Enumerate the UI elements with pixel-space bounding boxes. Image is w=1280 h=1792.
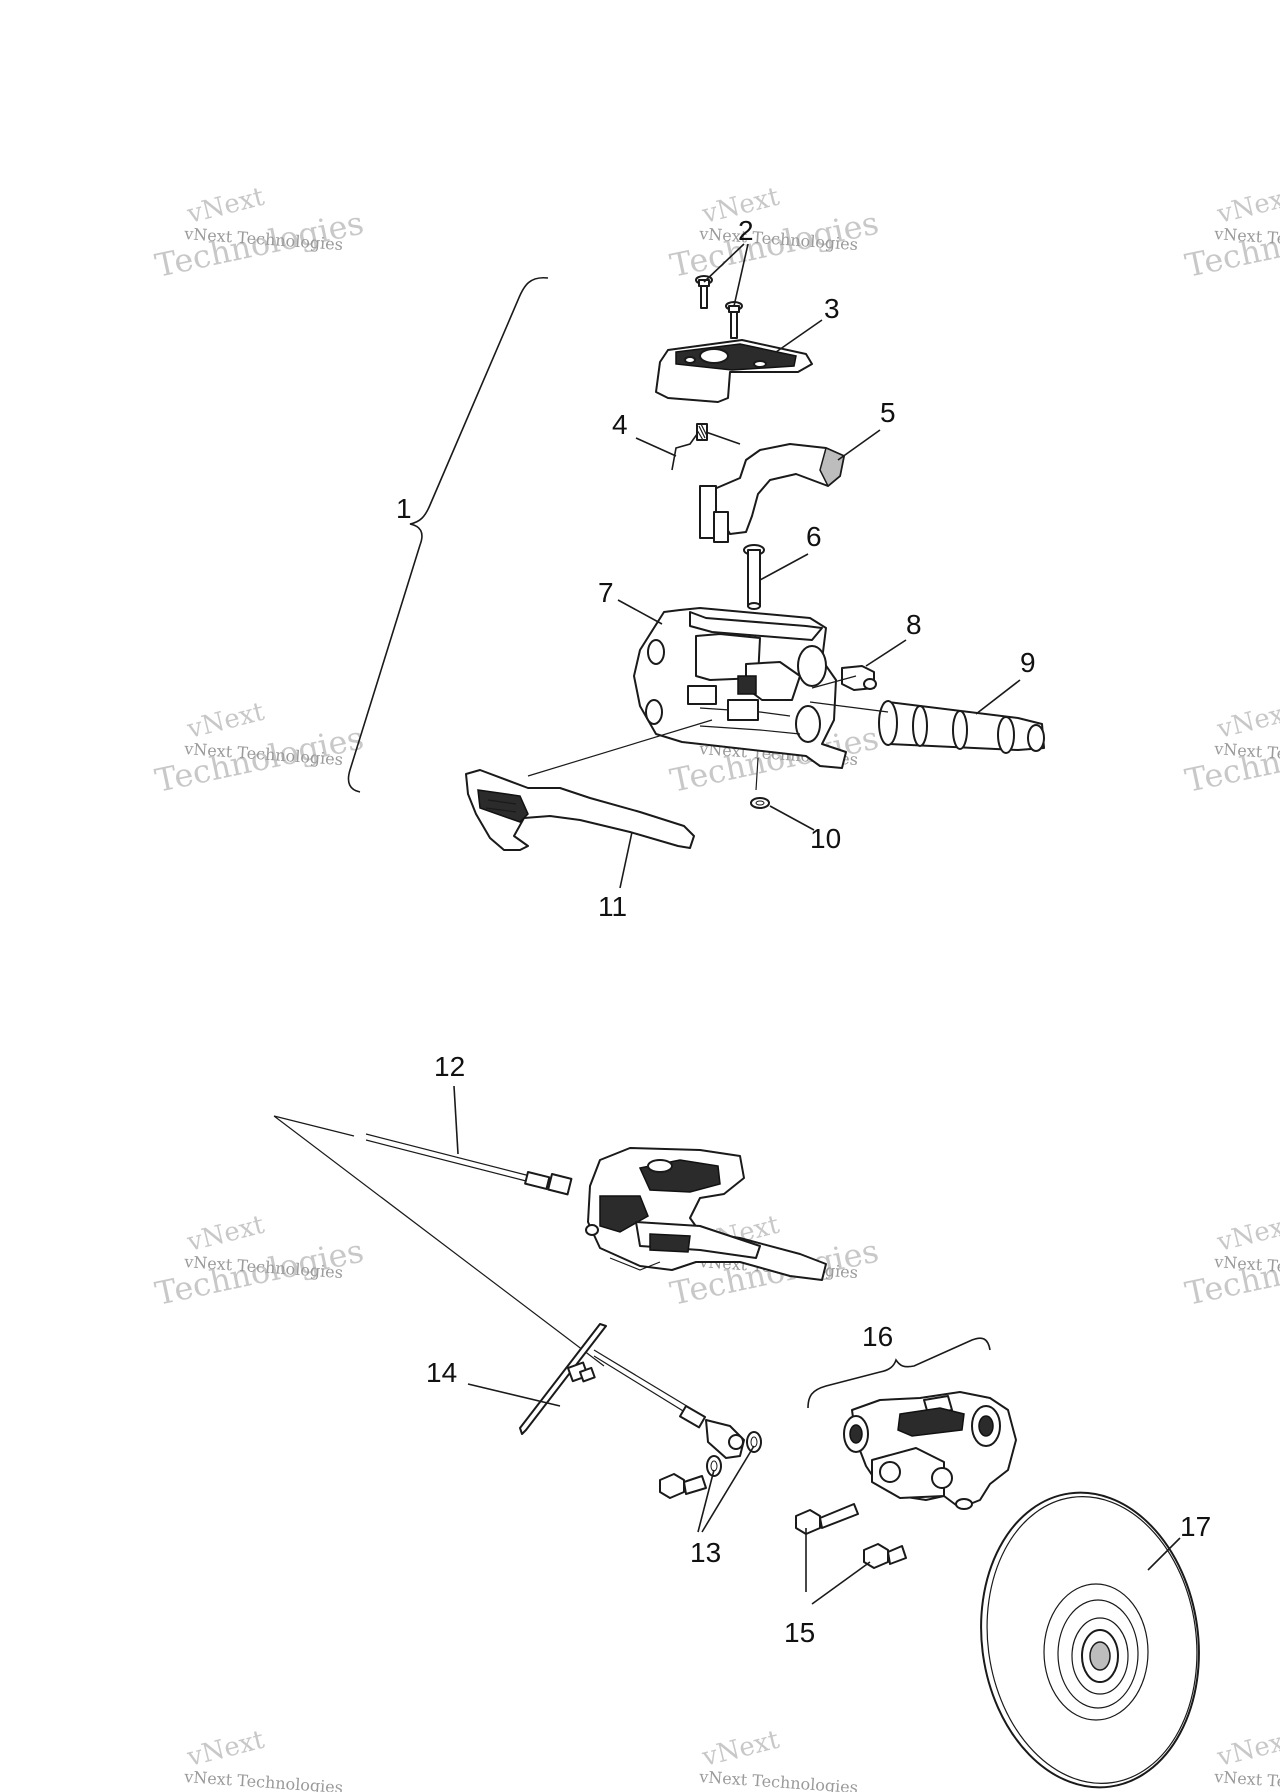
- brake-light-switch: [841, 665, 877, 691]
- watermark-line3: Technologies: [152, 1232, 367, 1313]
- watermark-line3: Technologies: [152, 719, 367, 800]
- callout-12: 12: [434, 1051, 465, 1082]
- callout-2: 2: [738, 215, 754, 246]
- watermark-line1: vNext: [183, 697, 267, 745]
- callout-1: 1: [396, 493, 412, 524]
- routing-guide-line: [273, 1115, 605, 1367]
- watermark: vNext vNext Technologies Technologies: [152, 182, 367, 285]
- watermark-line3: Technologies: [667, 204, 882, 285]
- callout-7: 7: [598, 577, 614, 608]
- callout-5: 5: [880, 397, 896, 428]
- watermark-line2: vNext Technologies: [698, 1767, 859, 1792]
- watermark: vNext vNext Technologies: [183, 1725, 344, 1792]
- master-cylinder-exploded-assembly: [347, 275, 1045, 851]
- reservoir-cover: [655, 339, 813, 403]
- banjo-bolt-and-washers: [659, 1431, 762, 1499]
- brake-line: [365, 1133, 573, 1196]
- cable-tie: [519, 1323, 607, 1435]
- assembly-axis-line: [811, 675, 857, 689]
- actuator-lever: [699, 443, 845, 543]
- retaining-clip: [750, 797, 770, 809]
- watermark-line1: vNext: [1213, 697, 1280, 745]
- watermark: vNext vNext Technologies Technologies: [152, 697, 367, 800]
- watermark: vNext vNext Technologies Technologies: [1182, 697, 1280, 800]
- caliper-hose: [593, 1349, 745, 1459]
- watermark: vNext vNext Technologies Technologies: [1182, 182, 1280, 285]
- assembly-axis-line: [755, 757, 759, 791]
- callout-15: 15: [784, 1617, 815, 1648]
- callout-16: 16: [862, 1321, 893, 1352]
- master-cylinder-piston: [878, 700, 1045, 754]
- callout-8: 8: [906, 609, 922, 640]
- watermark: vNext vNext Technologies: [1213, 1725, 1280, 1792]
- watermark-line1: vNext: [1213, 1725, 1280, 1773]
- watermark: vNext vNext Technologies: [698, 1725, 859, 1792]
- callout-14: 14: [426, 1357, 457, 1388]
- watermark-line1: vNext: [183, 182, 267, 230]
- callout-6: 6: [806, 521, 822, 552]
- brake-caliper: [843, 1391, 1017, 1510]
- brake-line-caliper-assembly: [273, 1115, 1200, 1789]
- callout-leader-lines: [453, 243, 1181, 1605]
- watermark-line1: vNext: [1213, 1210, 1280, 1258]
- lever-return-spring: [671, 423, 741, 471]
- assembly-brace-16: [807, 1337, 991, 1409]
- callout-10: 10: [810, 823, 841, 854]
- watermark-line1: vNext: [698, 1725, 782, 1773]
- screw-pair: [695, 275, 743, 339]
- callout-labels: 1 2 3 4 5 6 7 8 9 10 11 12 13 14 15 16 1…: [396, 215, 1211, 1648]
- callout-9: 9: [1020, 647, 1036, 678]
- brake-disc: [980, 1491, 1200, 1789]
- watermark: vNext vNext Technologies Technologies: [667, 182, 882, 285]
- caliper-mounting-bolts: [795, 1503, 907, 1569]
- callout-17: 17: [1180, 1511, 1211, 1542]
- watermark-line1: vNext: [183, 1725, 267, 1773]
- assembly-axis-line: [527, 719, 713, 777]
- callout-11: 11: [598, 891, 627, 922]
- assembly-axis-line: [809, 701, 889, 713]
- watermark-line2: vNext Technologies: [1213, 1767, 1280, 1792]
- master-cylinder-assembled: [585, 1147, 827, 1281]
- watermark-line2: vNext Technologies: [183, 1767, 344, 1792]
- callout-4: 4: [612, 409, 628, 440]
- watermark: vNext vNext Technologies Technologies: [1182, 1210, 1280, 1313]
- watermark-line1: vNext: [183, 1210, 267, 1258]
- callout-13: 13: [690, 1537, 721, 1568]
- watermark-line3: Technologies: [152, 204, 367, 285]
- pivot-pin: [743, 544, 765, 610]
- callout-3: 3: [824, 293, 840, 324]
- assembly-brace-1: [347, 276, 549, 793]
- brake-lever: [465, 769, 695, 851]
- watermark-line1: vNext: [1213, 182, 1280, 230]
- watermark: vNext vNext Technologies Technologies: [152, 1210, 367, 1313]
